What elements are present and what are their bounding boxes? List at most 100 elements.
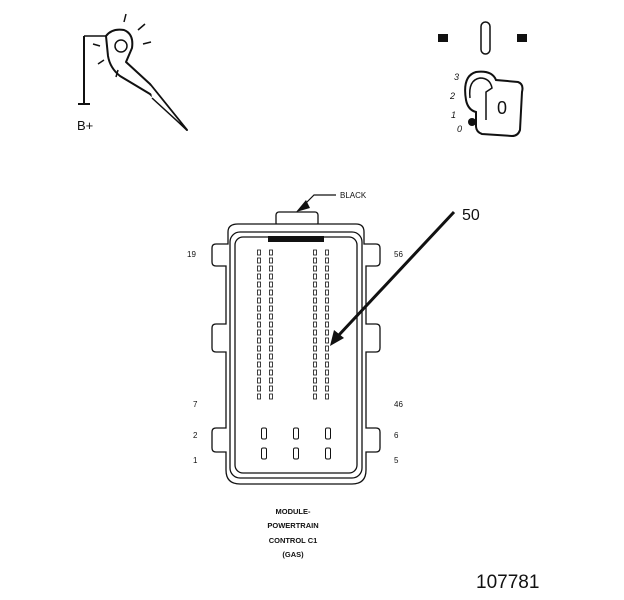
- pin-label-7: 7: [193, 400, 198, 409]
- terminal-pin: [313, 377, 317, 384]
- terminal-pin: [269, 353, 273, 360]
- terminal-pin: [313, 281, 317, 288]
- test-light-probe: [78, 13, 188, 131]
- pin-label-46: 46: [394, 400, 403, 409]
- terminal-pin: [269, 289, 273, 296]
- terminal-pin: [257, 289, 261, 296]
- terminal-pin: [313, 305, 317, 312]
- terminal-pin: [257, 337, 261, 344]
- terminal-pin: [269, 257, 273, 264]
- caption-line-4: (GAS): [282, 550, 304, 559]
- terminal-pin: [257, 353, 261, 360]
- callout-number: 50: [462, 207, 480, 224]
- terminal-pin: [325, 377, 329, 384]
- terminal-pin: [269, 337, 273, 344]
- terminal-pin: [313, 273, 317, 280]
- terminal-pin: [313, 257, 317, 264]
- caption-line-2: POWERTRAIN: [267, 521, 318, 530]
- pin-label-19: 19: [187, 250, 196, 259]
- terminal-pin: [269, 281, 273, 288]
- terminal-pin-large: [325, 447, 331, 460]
- terminal-pin: [313, 289, 317, 296]
- terminal-pin: [325, 337, 329, 344]
- terminal-pin: [257, 321, 261, 328]
- terminal-pin: [325, 249, 329, 256]
- connector-housing: [211, 211, 381, 485]
- terminal-pin: [313, 265, 317, 272]
- terminal-pin: [257, 329, 261, 336]
- switch-pos-0: 0: [457, 124, 462, 134]
- terminal-pin: [313, 345, 317, 352]
- terminal-pin: [257, 257, 261, 264]
- terminal-pin: [313, 321, 317, 328]
- terminal-pin: [257, 273, 261, 280]
- terminal-pin: [325, 353, 329, 360]
- terminal-pin: [325, 289, 329, 296]
- terminal-pin: [325, 305, 329, 312]
- terminal-pin: [269, 385, 273, 392]
- terminal-pin: [257, 313, 261, 320]
- terminal-cavities-lower: [261, 427, 331, 460]
- terminal-pin: [325, 297, 329, 304]
- pin-label-6: 6: [394, 431, 399, 440]
- terminal-pin: [269, 249, 273, 256]
- terminal-pin: [313, 249, 317, 256]
- caption-line-3: CONTROL C1: [269, 536, 318, 545]
- switch-pos-3: 3: [454, 72, 459, 82]
- terminal-pin-large: [293, 427, 299, 440]
- terminal-pin: [269, 305, 273, 312]
- pin-label-1: 1: [193, 456, 198, 465]
- terminal-pin: [257, 361, 261, 368]
- terminal-pin: [257, 305, 261, 312]
- terminal-pin: [269, 329, 273, 336]
- ignition-key-icon: [438, 21, 527, 138]
- terminal-pin: [269, 313, 273, 320]
- terminal-pin: [269, 393, 273, 400]
- pin-label-56: 56: [394, 250, 403, 259]
- terminal-pin: [269, 361, 273, 368]
- switch-pos-2: 2: [449, 91, 455, 101]
- terminal-pin-large: [293, 447, 299, 460]
- figure-number: 107781: [476, 572, 539, 593]
- terminal-pin: [257, 265, 261, 272]
- terminal-pin: [313, 329, 317, 336]
- terminal-pin: [269, 345, 273, 352]
- terminal-pin: [257, 281, 261, 288]
- terminal-cavities-upper: [257, 249, 329, 400]
- terminal-pin: [325, 281, 329, 288]
- connector-color-label: BLACK: [340, 191, 367, 200]
- pin-label-2: 2: [193, 431, 198, 440]
- terminal-pin: [313, 361, 317, 368]
- switch-pos-1: 1: [451, 110, 456, 120]
- callout-50-arrow: [330, 210, 456, 346]
- terminal-pin: [313, 313, 317, 320]
- terminal-pin: [325, 273, 329, 280]
- terminal-pin: [325, 257, 329, 264]
- terminal-pin: [325, 369, 329, 376]
- terminal-pin: [313, 385, 317, 392]
- terminal-pin: [313, 297, 317, 304]
- terminal-pin: [325, 265, 329, 272]
- terminal-pin: [313, 393, 317, 400]
- terminal-pin: [325, 393, 329, 400]
- terminal-pin: [257, 297, 261, 304]
- terminal-pin: [257, 345, 261, 352]
- black-leader-arrow: [296, 194, 336, 212]
- terminal-pin: [269, 377, 273, 384]
- terminal-pin: [325, 321, 329, 328]
- terminal-pin-large: [261, 427, 267, 440]
- terminal-pin: [269, 297, 273, 304]
- terminal-pin: [257, 385, 261, 392]
- b-plus-label: B+: [77, 118, 93, 133]
- terminal-pin: [325, 361, 329, 368]
- terminal-pin-large: [325, 427, 331, 440]
- pin-label-5: 5: [394, 456, 399, 465]
- terminal-pin: [313, 353, 317, 360]
- terminal-pin: [257, 377, 261, 384]
- connector-caption: MODULE- POWERTRAIN CONTROL C1 (GAS): [267, 507, 318, 559]
- terminal-pin: [269, 321, 273, 328]
- terminal-pin: [257, 249, 261, 256]
- terminal-pin: [257, 393, 261, 400]
- terminal-pin: [269, 369, 273, 376]
